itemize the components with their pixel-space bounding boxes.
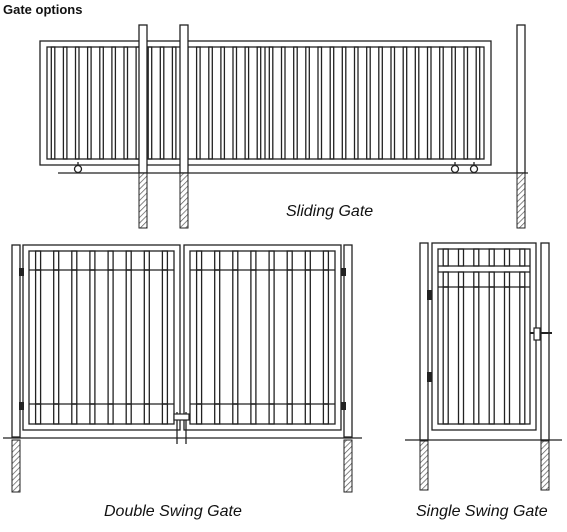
single-gate-post-left: [419, 242, 429, 441]
double-gate-footing: [343, 439, 353, 493]
sliding-gate-caption: Sliding Gate: [286, 203, 374, 220]
sliding-gate-footing: [179, 172, 189, 229]
double-gate-post-left: [11, 244, 21, 438]
sliding-gate-post-right: [516, 24, 526, 174]
page-title: Gate options: [3, 2, 83, 17]
double-gate-latch: [173, 412, 190, 444]
sliding-gate-post-left: [138, 24, 148, 174]
single-gate-latch: [530, 327, 552, 341]
double-swing-gate: [3, 244, 362, 493]
sliding-gate-post-mid: [179, 24, 189, 174]
double-gate-pickets: [34, 250, 330, 425]
double-gate-post-right: [343, 244, 353, 438]
double-swing-gate-caption: Double Swing Gate: [104, 503, 242, 520]
double-gate-right-leaf: [183, 244, 342, 431]
single-gate-footing: [419, 440, 429, 491]
single-swing-gate: [405, 242, 562, 491]
single-gate-footing: [540, 440, 550, 491]
sliding-gate-pickets: [50, 46, 481, 160]
single-swing-gate-caption: Single Swing Gate: [416, 503, 548, 520]
single-gate-pickets: [442, 248, 526, 425]
single-gate-post-right: [540, 242, 550, 441]
sliding-gate-footing: [138, 172, 148, 229]
single-gate-hinges: [427, 290, 432, 382]
double-gate-left-leaf: [22, 244, 181, 431]
sliding-gate-footing: [516, 172, 526, 229]
sliding-gate-wheels: [73, 162, 479, 174]
sliding-gate: [39, 24, 528, 229]
double-gate-hinges: [19, 268, 346, 410]
sliding-gate-frame: [39, 40, 492, 166]
double-gate-footing: [11, 439, 21, 493]
